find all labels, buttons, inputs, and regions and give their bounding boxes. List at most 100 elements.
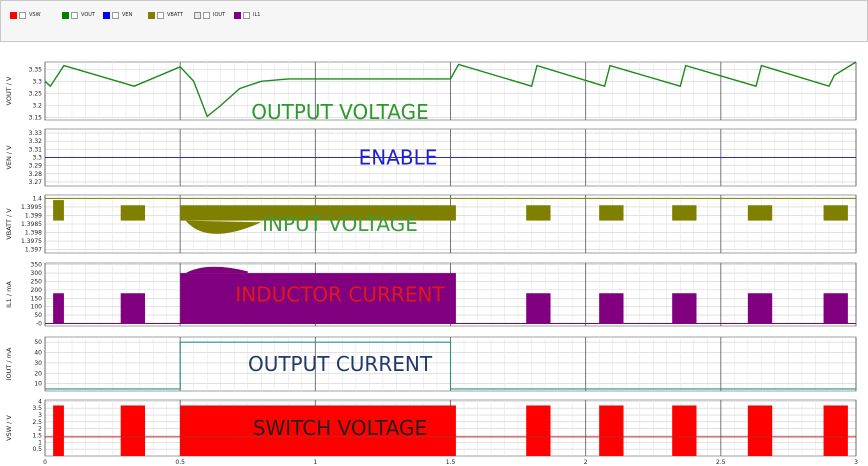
y-tick-label: 100 [31, 304, 43, 311]
panel-vsw: 43.532.521.510.5 VSW / V SWITCH VOLTAGE [5, 398, 857, 457]
y-tick-label: 3.27 [29, 179, 43, 186]
burst-il1 [599, 293, 624, 324]
panel-vout: 3.35 3.3 3.25 3.2 3.15 VOUT / V OUTPUT VOLTAGE [5, 61, 857, 124]
y-tick-label: 3.29 [29, 163, 43, 170]
y-tick-label: 1.3975 [21, 238, 42, 245]
legend-item-il1[interactable]: IL1 [234, 9, 260, 21]
burst-il1 [53, 293, 64, 324]
burst-vsw [180, 405, 456, 456]
y-tick-label: 1 [38, 439, 42, 446]
y-axis-label: VOUT / V [5, 76, 13, 105]
x-tick-label: 0.5 [175, 459, 185, 466]
legend-checkbox-il1[interactable] [243, 11, 250, 19]
y-tick-label: 1.5 [32, 433, 42, 440]
y-tick-label: 3.3 [32, 155, 42, 162]
y-tick-label: 30 [34, 360, 42, 367]
annotation-il1: INDUCTOR CURRENT [235, 283, 445, 307]
y-tick-label: 1.3985 [21, 221, 42, 228]
burst-il1 [120, 293, 146, 324]
x-tick-label: 2.5 [716, 459, 726, 466]
y-tick-label: 350 [31, 262, 43, 269]
y-tick-label: 3.2 [32, 103, 42, 110]
burst-vbatt [526, 205, 551, 221]
legend-swatch-vsw [10, 11, 17, 19]
legend-item-vout[interactable]: VOUT [62, 9, 95, 21]
y-axis-label: VEN / V [5, 145, 13, 170]
y-tick-label: 250 [31, 278, 43, 285]
series-line-vout [44, 61, 857, 118]
y-tick-label: 1.3995 [21, 204, 42, 211]
y-tick-label: 3.25 [29, 90, 43, 97]
y-tick-label: 50 [34, 312, 42, 319]
y-tick-label: 10 [34, 381, 42, 388]
burst-il1 [526, 293, 551, 324]
y-tick-label: 3.31 [29, 146, 43, 153]
legend-toolbar: VSW VOUT VEN VBATT IOUT IL1 [0, 0, 868, 42]
panel-vbatt: 1.41.39951.3991.39851.3981.39751.397VBAT… [5, 194, 857, 254]
y-tick-label: 0.5 [32, 446, 42, 453]
legend-label-vbatt: VBATT [167, 12, 183, 18]
y-tick-label: 4 [38, 398, 42, 405]
legend-checkbox-vbatt[interactable] [157, 11, 164, 19]
legend-swatch-vout [62, 11, 69, 19]
annotation-vsw: SWITCH VOLTAGE [253, 416, 427, 440]
legend-item-vsw[interactable]: VSW [10, 9, 41, 21]
burst-il1 [823, 293, 848, 324]
annotation-vbatt: INPUT VOLTAGE [262, 212, 418, 236]
legend-swatch-il1 [234, 11, 241, 19]
burst-vsw [747, 405, 773, 456]
burst-vsw [823, 405, 848, 456]
legend-swatch-vbatt [148, 11, 155, 19]
y-axis-label: IL1 / mA [5, 281, 13, 308]
x-tick-label: 2 [584, 459, 588, 466]
burst-il1-overshoot [185, 266, 248, 274]
burst-vsw [672, 405, 697, 456]
y-tick-label: 300 [31, 270, 43, 277]
y-tick-label: 1.4 [32, 195, 42, 202]
y-tick-label: 3.35 [29, 66, 43, 73]
legend-checkbox-iout[interactable] [203, 11, 210, 19]
y-tick-label: 20 [34, 370, 42, 377]
y-tick-label: 3.5 [32, 405, 42, 412]
y-axis-label: VSW / V [5, 415, 13, 441]
y-tick-label: 2 [38, 426, 42, 433]
legend-checkbox-ven[interactable] [112, 11, 119, 19]
legend-label-ven: VEN [122, 12, 133, 18]
legend-item-vbatt[interactable]: VBATT [148, 9, 183, 21]
legend-label-vsw: VSW [29, 12, 41, 18]
annotation-vout: OUTPUT VOLTAGE [251, 100, 428, 124]
burst-il1 [672, 293, 697, 324]
y-tick-label: 3.32 [29, 138, 43, 145]
legend-item-ven[interactable]: VEN [103, 9, 132, 21]
oscilloscope-plot: 3.35 3.3 3.25 3.2 3.15 VOUT / V OUTPUT VOLTAGE… [5, 61, 858, 466]
legend-item-iout[interactable]: IOUT [194, 9, 225, 21]
y-tick-label: 3.15 [29, 115, 43, 122]
y-tick-label: 3.28 [29, 171, 43, 178]
y-tick-label: 3.33 [29, 130, 43, 137]
y-tick-label: 2.5 [32, 419, 42, 426]
annotation-ven: ENABLE [359, 146, 438, 170]
burst-vsw [599, 405, 624, 456]
y-axis-label: VBATT / V [5, 208, 13, 240]
legend-checkbox-vout[interactable] [71, 11, 78, 19]
legend-label-iout: IOUT [213, 12, 226, 18]
burst-vbatt [180, 205, 456, 221]
burst-vsw [526, 405, 551, 456]
y-tick-label: 3 [38, 412, 42, 419]
legend-checkbox-vsw[interactable] [19, 11, 26, 19]
burst-il1 [180, 273, 456, 324]
panel-ven: 3.333.323.31 3.33.293.283.27 VEN / V ENABLE [5, 128, 857, 187]
y-tick-label: 1.398 [25, 230, 42, 237]
y-tick-label: 200 [31, 287, 43, 294]
burst-vbatt [599, 205, 624, 221]
x-tick-label: 1.5 [446, 459, 456, 466]
burst-vbatt-dip [185, 220, 262, 234]
legend-swatch-ven [103, 11, 110, 19]
y-tick-label: 3.3 [32, 78, 42, 85]
burst-vbatt [823, 205, 848, 221]
y-tick-label: 40 [34, 350, 42, 357]
legend-swatch-iout [194, 11, 201, 19]
burst-vbatt [120, 205, 146, 221]
y-tick-label: -0 [36, 320, 42, 327]
